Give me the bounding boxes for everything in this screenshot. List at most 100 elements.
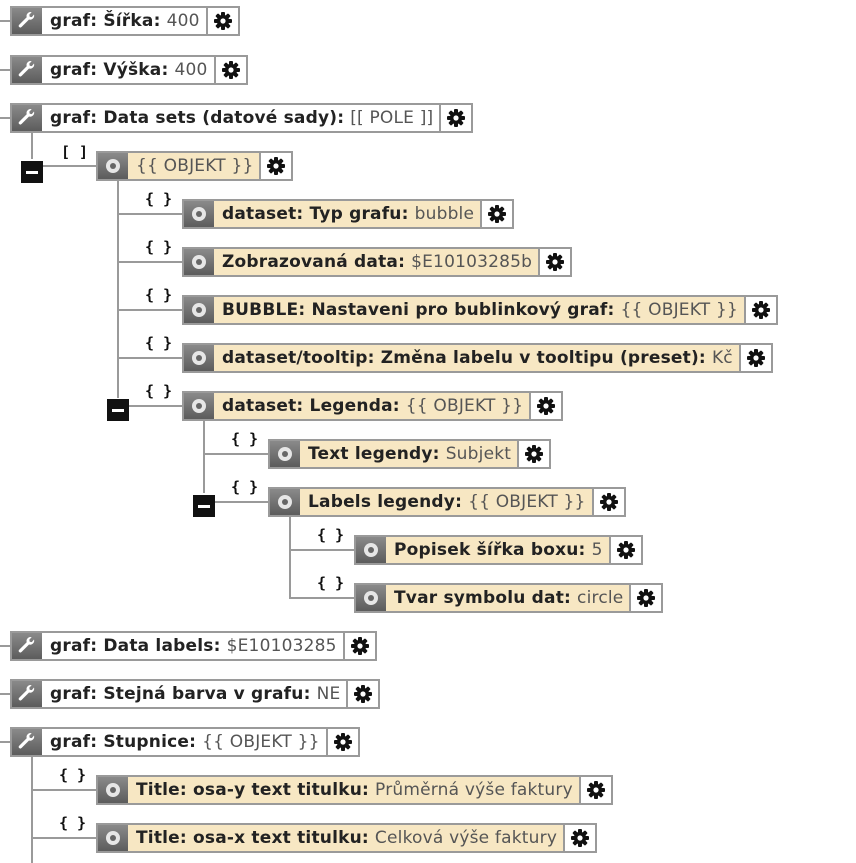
tree-line [0,20,10,22]
gear-icon[interactable] [342,633,375,659]
tree-line [31,789,97,791]
node-value: 5 [591,540,603,560]
gear-icon[interactable] [213,57,246,83]
tree-node-objekt[interactable]: {{ OBJEKT }} [96,151,294,181]
tree-line [214,501,269,503]
tree-node-stejna-barva[interactable]: graf: Stejná barva v grafu:NE [10,679,381,709]
node-key: graf: Stupnice: [50,732,197,752]
gear-icon[interactable] [529,393,562,419]
tree-line [117,213,183,215]
gear-icon[interactable] [439,105,472,131]
tree-line [0,693,10,695]
node-key: Title: osa-y text titulku: [136,780,370,800]
tree-line [117,180,119,398]
gear-icon[interactable] [325,729,358,755]
object-bracket: { } [59,814,87,832]
node-key: graf: Data sets (datové sady): [50,108,345,128]
radio-icon [98,153,128,179]
node-key: graf: Výška: [50,60,169,80]
gear-icon[interactable] [591,489,624,515]
node-value: {{ OBJEKT }} [202,732,320,752]
tree-node-legenda[interactable]: dataset: Legenda:{{ OBJEKT }} [182,391,564,421]
collapse-icon[interactable] [107,399,129,421]
radio-icon [270,489,300,515]
object-bracket: { } [145,382,173,400]
tree-node-typ-grafu[interactable]: dataset: Typ grafu:bubble [182,199,515,229]
wrench-icon [12,681,42,707]
radio-icon [356,585,386,611]
gear-icon[interactable] [205,8,238,34]
gear-icon[interactable] [563,825,596,851]
array-bracket: [ ] [61,143,89,161]
node-key: dataset: Typ grafu: [222,204,409,224]
gear-icon[interactable] [538,249,571,275]
object-bracket: { } [145,334,173,352]
node-key: Title: osa-x text titulku: [136,828,369,848]
node-key: graf: Data labels: [50,636,221,656]
object-bracket: { } [145,238,173,256]
tree-line [203,421,205,493]
tree-node-vyska[interactable]: graf: Výška:400 [10,55,248,85]
tree-node-title-osa-x[interactable]: Title: osa-x text titulku:Celková výše f… [96,823,598,853]
radio-icon [184,345,214,371]
radio-icon [356,537,386,563]
object-bracket: { } [231,478,259,496]
tree-line [117,357,183,359]
tree-node-labels-legendy[interactable]: Labels legendy:{{ OBJEKT }} [268,487,626,517]
node-value: 400 [174,60,208,80]
tree-node-sirka[interactable]: graf: Šířka:400 [10,6,240,36]
gear-icon[interactable] [629,585,662,611]
node-value: {{ OBJEKT }} [620,300,738,320]
node-value: [[ POLE ]] [350,108,434,128]
tree-line [0,741,10,743]
tree-line [289,549,355,551]
tree-line [128,405,183,407]
object-bracket: { } [145,190,173,208]
gear-icon[interactable] [259,153,292,179]
object-bracket: { } [317,574,345,592]
node-key: Tvar symbolu dat: [394,588,572,608]
node-key: Text legendy: [308,444,440,464]
object-bracket: { } [317,526,345,544]
tree-node-popisek-sirka[interactable]: Popisek šířka boxu:5 [354,535,643,565]
gear-icon[interactable] [738,345,771,371]
node-key: Popisek šířka boxu: [394,540,586,560]
node-key: graf: Stejná barva v grafu: [50,684,311,704]
radio-icon [184,249,214,275]
node-value: Průměrná výše faktury [375,780,573,800]
node-value: {{ OBJEKT }} [405,396,524,416]
tree-node-stupnice[interactable]: graf: Stupnice:{{ OBJEKT }} [10,727,360,757]
radio-icon [270,441,300,467]
tree-node-title-osa-y[interactable]: Title: osa-y text titulku:Průměrná výše … [96,775,613,805]
radio-icon [184,201,214,227]
tree-line [117,309,183,311]
object-bracket: { } [231,430,259,448]
wrench-icon [12,57,42,83]
gear-icon[interactable] [480,201,513,227]
gear-icon[interactable] [608,537,641,563]
tree-node-tvar-symbolu[interactable]: Tvar symbolu dat:circle [354,583,664,613]
node-value: $E10103285 [226,636,337,656]
tree-line [31,133,33,159]
tree-node-tooltip[interactable]: dataset/tooltip: Změna labelu v tooltipu… [182,343,773,373]
gear-icon[interactable] [578,777,611,803]
tree-node-data-sets[interactable]: graf: Data sets (datové sady):[[ POLE ]] [10,103,474,133]
collapse-icon[interactable] [193,495,215,517]
node-value: bubble [414,204,475,224]
node-value: circle [577,588,624,608]
node-value: {{ OBJEKT }} [468,492,586,512]
node-key: BUBBLE: Nastaveni pro bublinkový graf: [222,300,615,320]
tree-node-text-legendy[interactable]: Text legendy:Subjekt [268,439,552,469]
collapse-icon[interactable] [21,161,43,183]
tree-node-data-labels[interactable]: graf: Data labels:$E10103285 [10,631,377,661]
tree-node-bubble[interactable]: BUBBLE: Nastaveni pro bublinkový graf:{{… [182,295,778,325]
tree-line [42,165,97,167]
node-value: Subjekt [445,444,512,464]
gear-icon[interactable] [346,681,379,707]
node-key: dataset: Legenda: [222,396,400,416]
gear-icon[interactable] [743,297,776,323]
radio-icon [184,297,214,323]
radio-icon [98,825,128,851]
tree-node-zobrazovana-data[interactable]: Zobrazovaná data:$E10103285b [182,247,573,277]
gear-icon[interactable] [517,441,550,467]
